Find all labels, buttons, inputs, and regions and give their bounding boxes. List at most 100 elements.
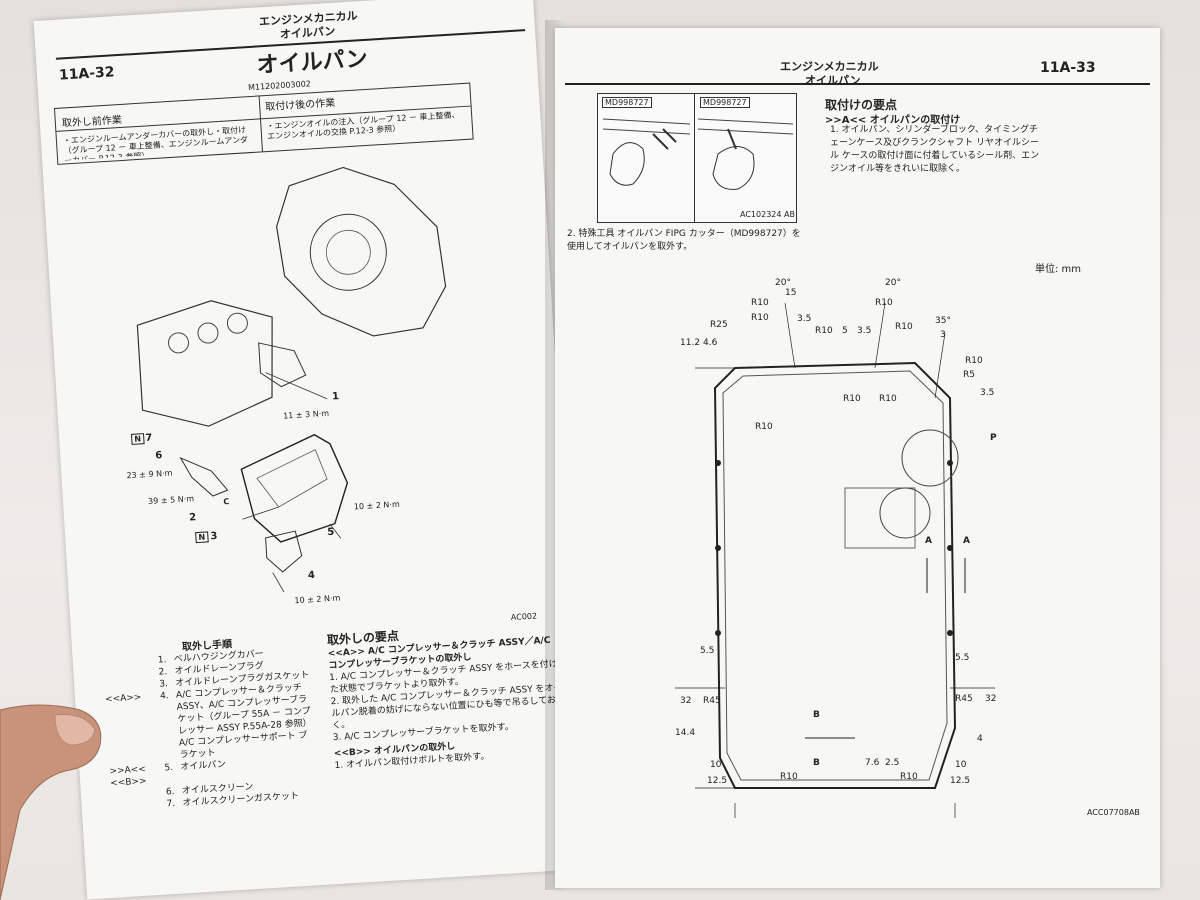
hammer-icon <box>652 128 677 150</box>
dimension-line <box>784 302 796 369</box>
bolt-hole-icon <box>715 460 721 466</box>
letter-c: C <box>223 497 230 507</box>
dim-r5: R5 <box>963 370 975 380</box>
left-header-subtitle: オイルパン <box>279 24 336 42</box>
dim-32-left: 32 <box>680 696 692 706</box>
pan-edge-line <box>697 118 794 135</box>
right-header-rule <box>565 83 1150 85</box>
oil-pan-sealant-diagram <box>675 302 995 818</box>
dim-4: 4 <box>977 734 983 744</box>
step-text: オイルパン <box>180 759 227 773</box>
step-number: 3. <box>159 679 169 690</box>
cylinder-bore-icon <box>226 312 248 334</box>
dim-r10-top2: R10 <box>875 298 893 308</box>
tool-divider <box>694 94 695 222</box>
bolt-hole-icon <box>715 545 721 551</box>
bolt-hole-icon <box>947 630 953 636</box>
doc-code: M11202003002 <box>247 79 312 93</box>
exploded-view-drawing <box>136 166 447 593</box>
cutter-tool-icon <box>727 128 737 150</box>
dim-r10-mid3: R10 <box>879 394 897 404</box>
step-marker: >>A<< <<B>> <box>109 764 147 789</box>
dim-r25: R25 <box>710 320 728 330</box>
step-number: 1. <box>157 655 167 666</box>
table-col-divider <box>258 96 263 152</box>
oil-pan-outline <box>713 361 957 789</box>
angle-35: 35° <box>935 316 951 326</box>
dim-14-4: 14.4 <box>675 728 696 738</box>
label-p: P <box>990 433 997 443</box>
n-mark-7: N <box>130 433 145 445</box>
dim-4-6: 4.6 <box>703 338 718 348</box>
label-b-bottom: B <box>813 758 820 768</box>
oil-pan <box>240 433 349 543</box>
n-mark-3: N <box>195 531 209 544</box>
step2-text: 2. 特殊工具 オイルパン FIPG カッター（MD998727）を使用してオイ… <box>567 229 801 252</box>
dim-r45-right: R45 <box>955 694 973 704</box>
dim-2-5: 2.5 <box>885 758 900 768</box>
dim-3-5-c: 3.5 <box>980 388 995 398</box>
label-a-left: A <box>925 536 932 546</box>
callout-5: 5 <box>327 526 335 539</box>
label-a-right: A <box>963 536 970 546</box>
callout-3: 3 <box>210 530 218 543</box>
bellhousing-opening <box>309 213 387 291</box>
tool-label-1: MD998727 <box>602 97 652 108</box>
pan-edge-line <box>602 118 691 135</box>
dim-r10-top4: R10 <box>815 326 833 336</box>
step-number: 2. <box>158 667 168 678</box>
unit-label: 単位: mm <box>1035 264 1082 275</box>
dim-r10-top1: R10 <box>751 298 769 308</box>
dim-5: 5 <box>842 326 848 336</box>
angle-20-a: 20° <box>775 278 791 288</box>
step-marker <box>111 798 167 813</box>
leader-line <box>265 372 328 400</box>
oil-screen <box>179 456 229 497</box>
step-text: A/C コンプレッサー＆クラッチ ASSY、A/C コンプレッサーブラケット（グ… <box>175 682 312 737</box>
step-marker <box>108 739 164 766</box>
dim-r10-mid1: R10 <box>755 422 773 432</box>
bolt-hole-icon <box>947 460 953 466</box>
removal-steps-list: 1. ベルハウジングカバー 2. オイルドレーンプラグ 3. オイルドレーンプラ… <box>103 645 322 814</box>
detail-circle-p <box>901 429 959 487</box>
diagram-code: ACC07708AB <box>1087 808 1140 817</box>
engine-block <box>136 300 273 427</box>
dim-r10-bottom2: R10 <box>900 772 918 782</box>
dim-r10-bottom1: R10 <box>780 772 798 782</box>
callout-1: 1 <box>331 391 340 403</box>
label-b-top: B <box>813 710 820 720</box>
dimension-line <box>874 302 886 369</box>
hand-thumb <box>0 704 102 900</box>
dim-3-5-b: 3.5 <box>857 326 872 336</box>
dim-32-right: 32 <box>985 694 997 704</box>
dim-15: 15 <box>785 288 797 298</box>
leader-line <box>329 523 342 539</box>
dim-5-5-left: 5.5 <box>700 646 715 656</box>
dim-r45-left: R45 <box>703 696 721 706</box>
dimension-line <box>934 332 946 399</box>
bolt-hole-icon <box>715 630 721 636</box>
hand-drawing-icon <box>712 146 755 190</box>
bolt-hole-icon <box>947 545 953 551</box>
bellhousing-cover <box>258 342 307 388</box>
step-number <box>163 738 180 763</box>
left-image-code: AC002 <box>510 611 538 623</box>
compressor-bracket <box>265 530 303 573</box>
page-title: オイルパン <box>256 46 369 79</box>
callout-2: 2 <box>188 512 197 524</box>
hand-drawing-icon <box>609 142 645 186</box>
right-header-subtitle: オイルパン <box>805 74 861 87</box>
cylinder-bore-icon <box>168 332 190 354</box>
dim-r10-mid2: R10 <box>843 394 861 404</box>
dim-11-2: 11.2 <box>680 338 701 348</box>
step-number: 7. <box>166 798 176 810</box>
removal-points: 取外しの要点 <<A>> A/C コンプレッサー＆クラッチ ASSY／A/C コ… <box>327 620 570 772</box>
install-subheading: >>A<< オイルパンの取付け <box>825 115 961 126</box>
tool-illustration: MD998727 MD998727 AC102324 AB <box>597 93 797 223</box>
right-header-title: エンジンメカニカル <box>780 60 879 73</box>
table-col2-header: 取付け後の作業 <box>264 97 336 114</box>
left-page: エンジンメカニカル オイルパン 11A-32 オイルパン M1120200300… <box>33 0 587 900</box>
right-page-number: 11A-33 <box>1040 60 1096 76</box>
cylinder-bore-icon <box>197 322 219 344</box>
pan-inner-feature <box>844 487 916 549</box>
